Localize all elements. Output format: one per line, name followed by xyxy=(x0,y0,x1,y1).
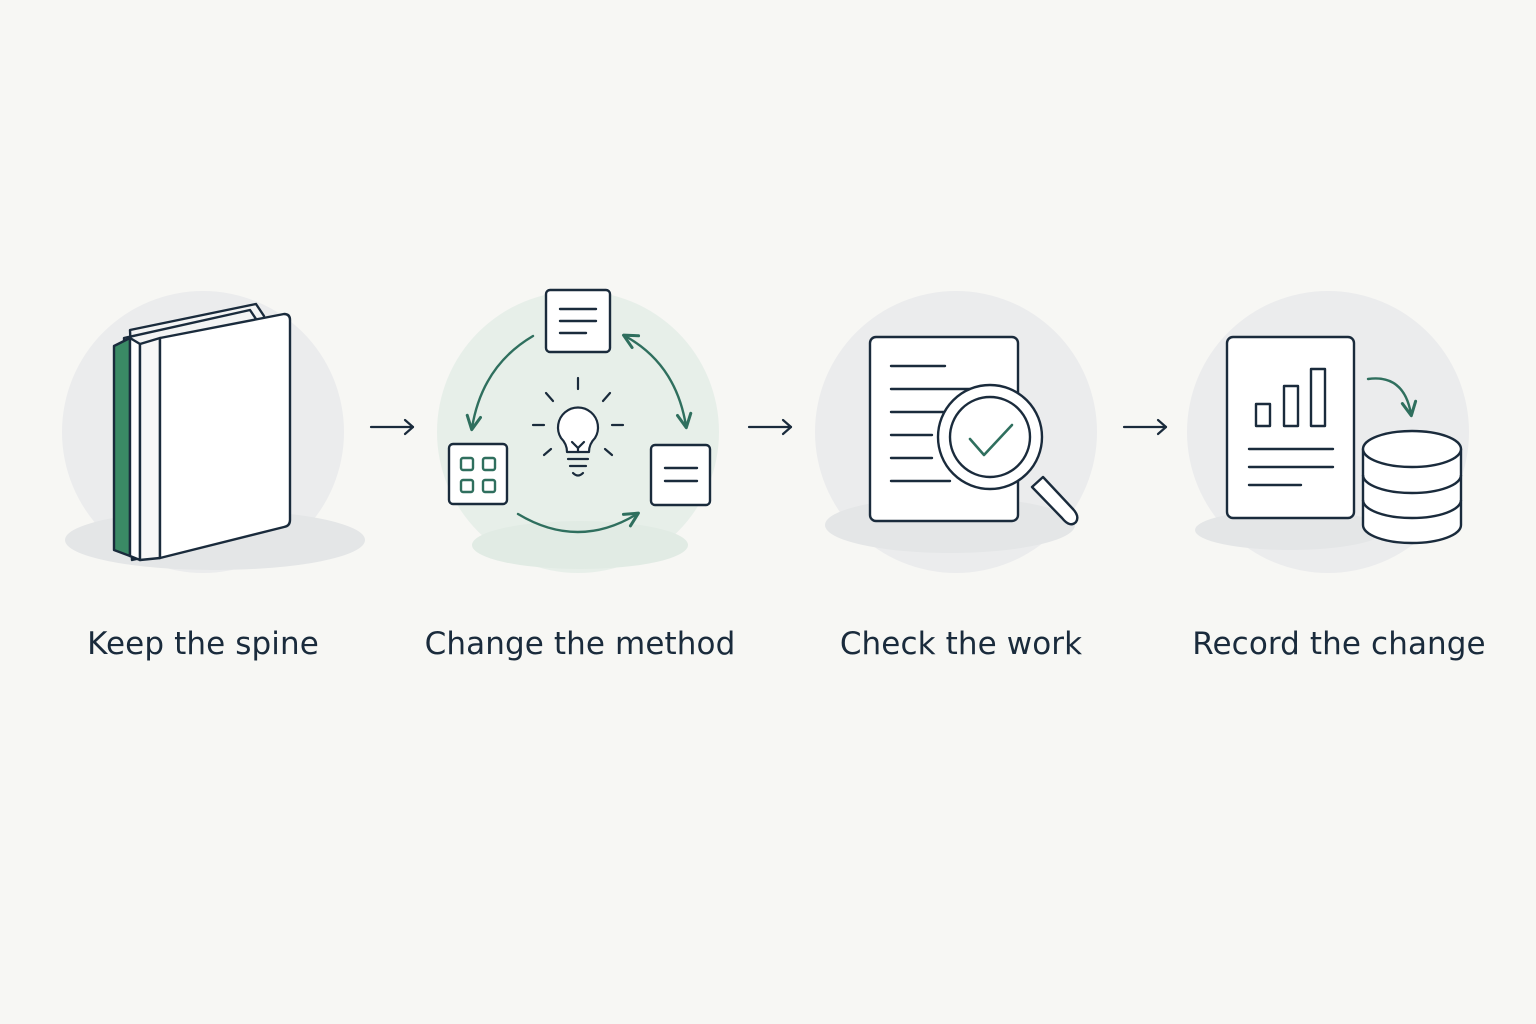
step-1-graphic xyxy=(62,291,365,573)
step-4-graphic xyxy=(1187,291,1469,573)
document-check-icon xyxy=(868,335,1079,526)
arrow-1-2 xyxy=(369,418,415,436)
cycle-arrow-top-right xyxy=(622,333,693,430)
step-4-shadow xyxy=(1195,510,1385,550)
record-arrow xyxy=(1366,377,1418,418)
method-document-icon xyxy=(544,288,612,354)
method-note-icon xyxy=(649,443,712,507)
step-4-label: Record the change xyxy=(1192,626,1486,662)
step-3-label: Check the work xyxy=(839,626,1083,662)
lightbulb-icon xyxy=(531,376,625,477)
step-3-graphic xyxy=(815,291,1097,573)
step-2-label: Change the method xyxy=(424,626,736,662)
step-1-label: Keep the spine xyxy=(87,626,319,662)
cycle-arrow-bottom xyxy=(516,511,640,534)
database-icon xyxy=(1361,429,1463,545)
step-2-shadow xyxy=(472,521,688,569)
method-grid-icon xyxy=(447,442,509,506)
report-document-icon xyxy=(1225,335,1356,520)
book-icon xyxy=(112,302,292,562)
arrow-3-4 xyxy=(1122,418,1168,436)
step-2-graphic xyxy=(437,288,719,573)
cycle-arrow-top-left xyxy=(465,334,535,432)
arrow-2-3 xyxy=(747,418,793,436)
